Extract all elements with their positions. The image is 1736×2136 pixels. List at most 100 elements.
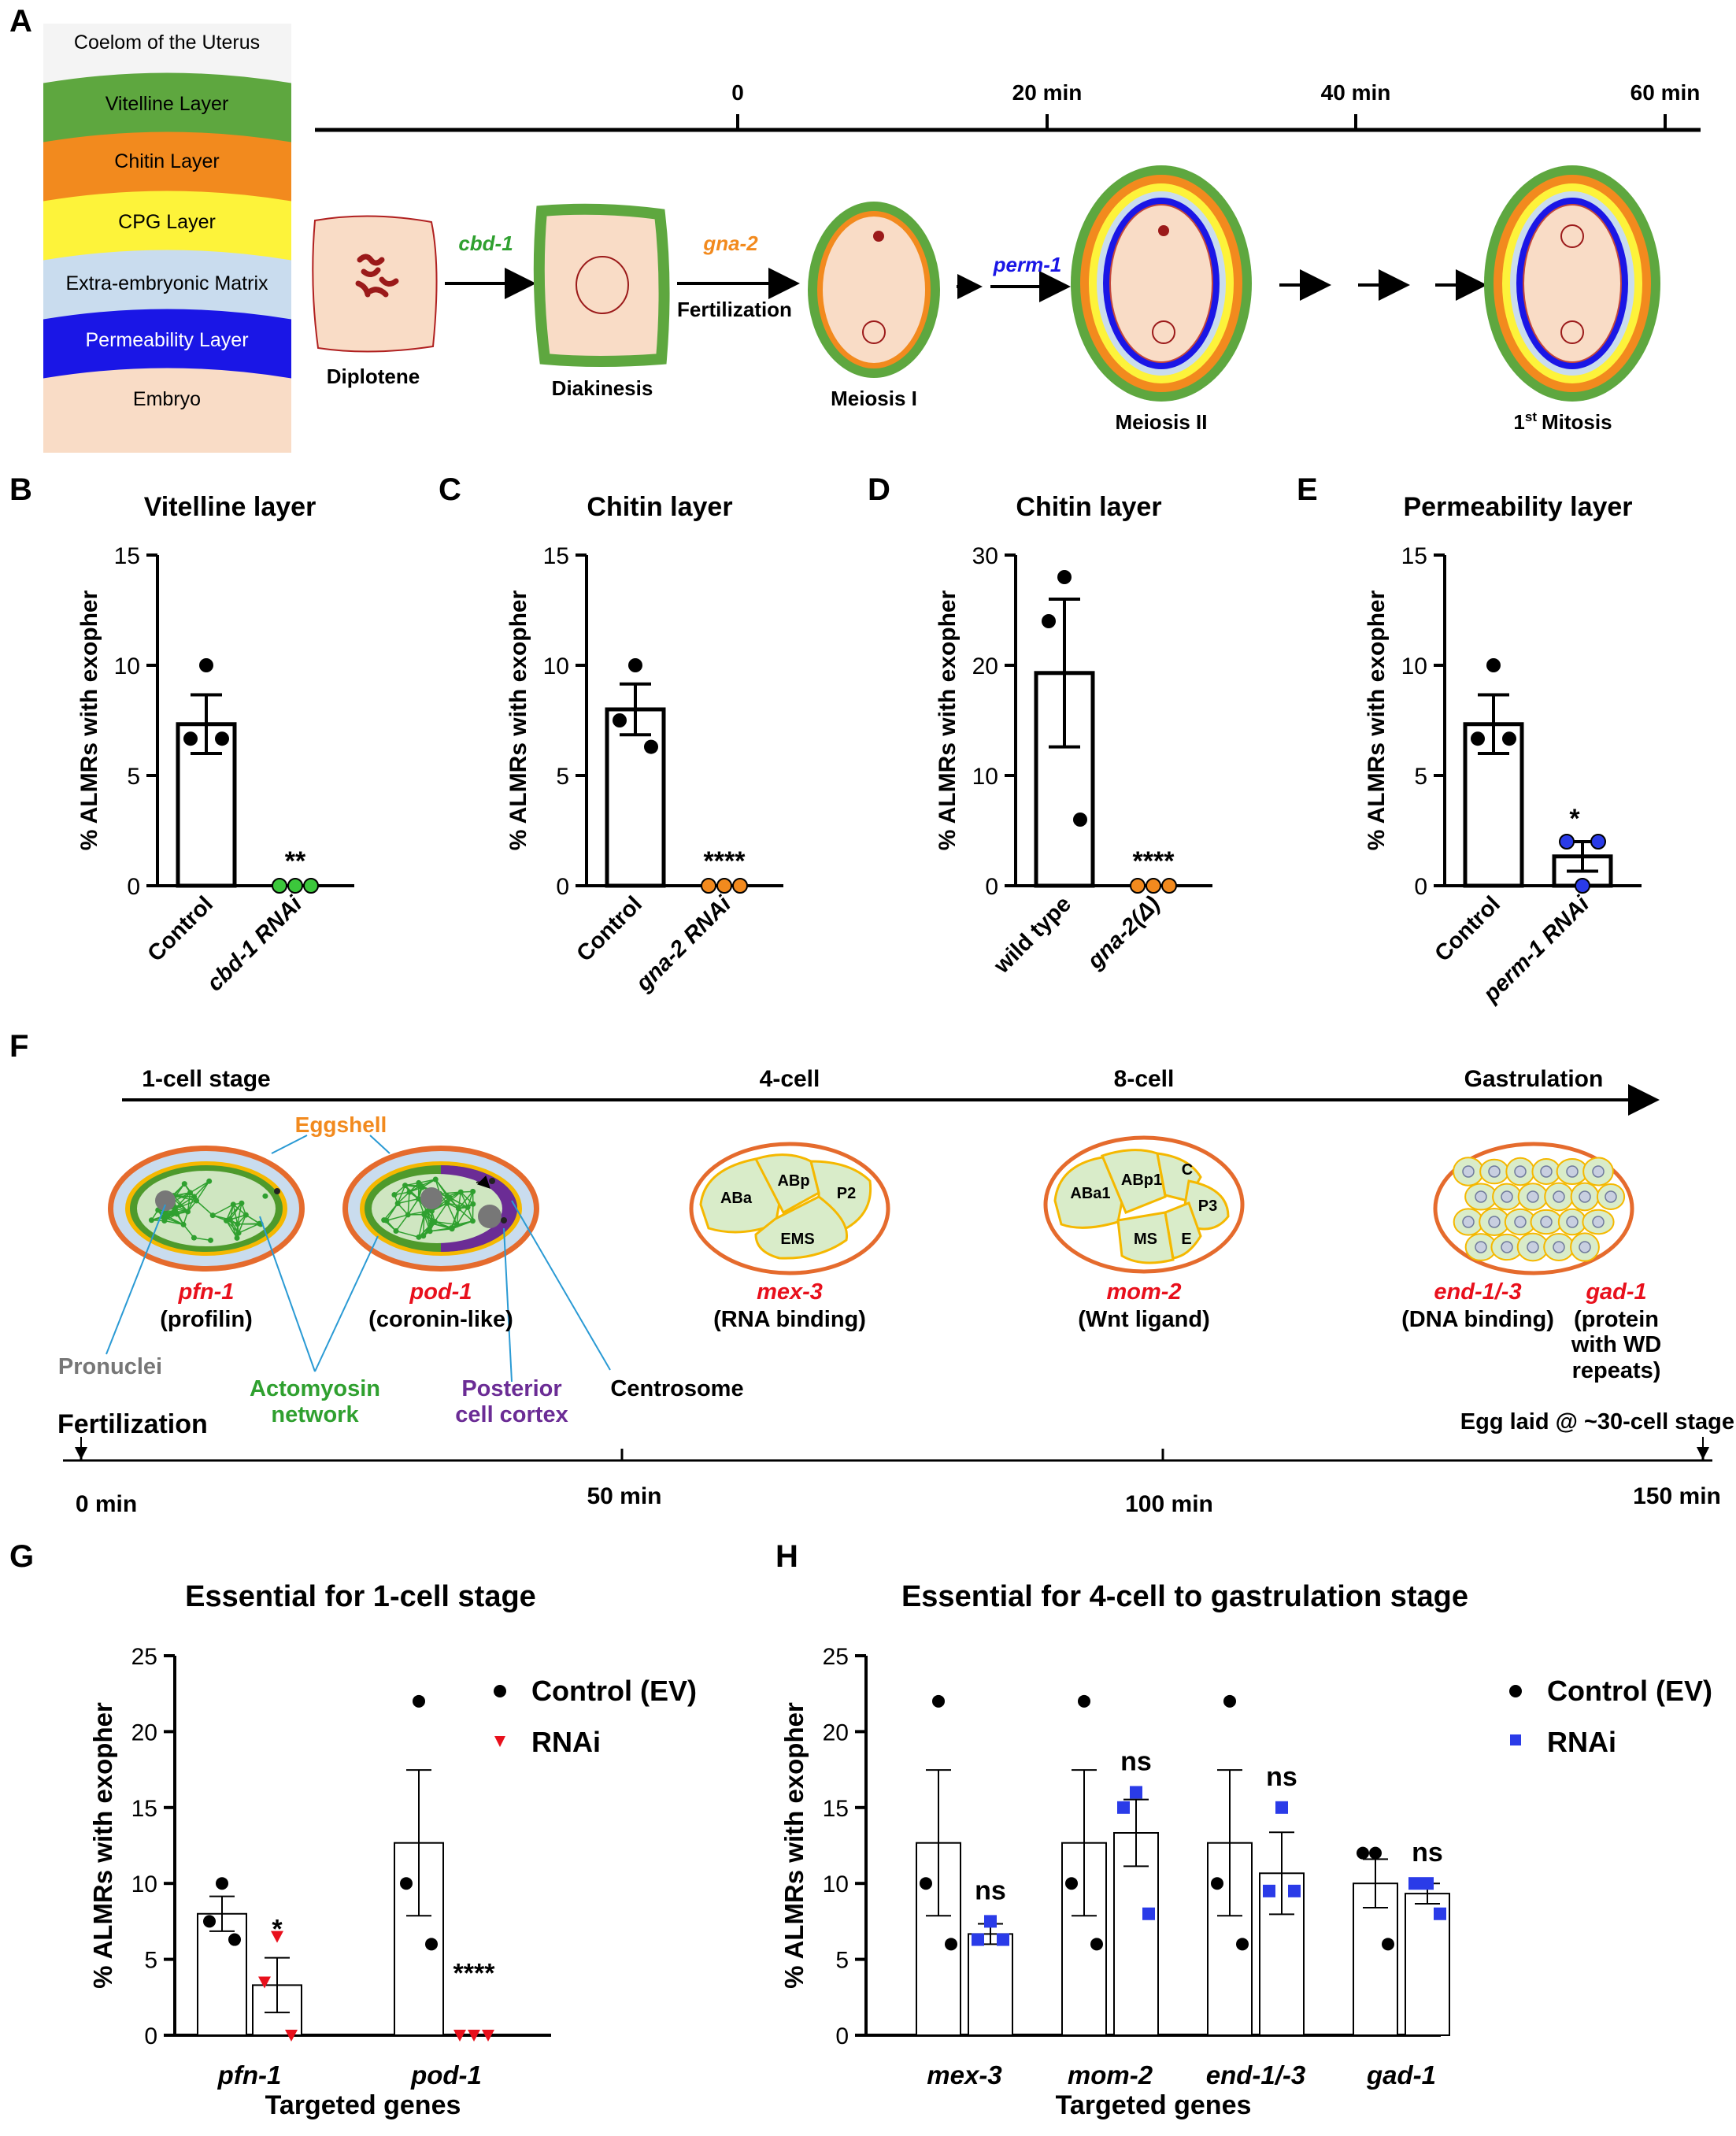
data-point-control <box>228 1933 241 1946</box>
mesh-node <box>187 1190 194 1196</box>
matrix-layer-band <box>43 250 291 331</box>
data-point <box>1042 614 1056 628</box>
cell-abp: ABp <box>777 1172 809 1190</box>
x-category-label: Control <box>1430 891 1505 967</box>
mesh-node <box>239 1200 245 1206</box>
data-point-rnai <box>1421 1877 1434 1890</box>
gene-gad1-desc-3: repeats) <box>1572 1358 1661 1383</box>
panel-letter-c: C <box>439 472 461 507</box>
embryo-band <box>43 368 291 453</box>
x-category-label: Control <box>143 891 218 967</box>
y-tick-label: 0 <box>127 874 140 900</box>
cell-abp1: ABp1 <box>1121 1172 1162 1189</box>
mesh-node <box>234 1235 240 1241</box>
cell-e: E <box>1181 1231 1191 1248</box>
y-tick-label: 15 <box>823 1796 849 1822</box>
data-point-control <box>425 1938 438 1951</box>
eggshell-leader-2 <box>369 1135 391 1154</box>
mesh-fiber <box>226 1214 246 1222</box>
data-point-rnai <box>1130 1786 1142 1799</box>
data-point-rnai <box>972 1933 984 1946</box>
one-cell-egg-2 <box>342 1146 539 1272</box>
data-point-rnai <box>258 1976 271 1989</box>
data-point-control <box>1211 1877 1223 1890</box>
gene-pod1-desc: (coronin-like) <box>368 1307 513 1332</box>
mesh-fiber <box>225 1220 239 1234</box>
mesh-fiber <box>187 1192 191 1212</box>
mesh-fiber <box>397 1198 419 1205</box>
x-category-label: pod-1 <box>410 2060 482 2090</box>
data-point-rnai <box>1263 1884 1275 1897</box>
four-cell-egg: ABa ABp P2 EMS <box>689 1142 890 1275</box>
mesh-node <box>194 1198 200 1204</box>
gene-gad1-desc-2: with WD <box>1571 1332 1661 1357</box>
gene-pfn1: pfn-1 <box>178 1279 235 1305</box>
mesh-node <box>432 1176 439 1183</box>
x-category-label: gad-1 <box>1366 2060 1436 2090</box>
mesh-node <box>419 1184 425 1190</box>
panel-letter-d: D <box>868 472 890 507</box>
mesh-node <box>394 1201 401 1207</box>
data-point <box>1073 813 1087 827</box>
data-point-control <box>1236 1938 1249 1951</box>
cell-nucleus <box>1540 1165 1553 1178</box>
mesh-fiber <box>417 1198 425 1215</box>
stage-diplotene: Diplotene <box>327 365 420 388</box>
data-point-control <box>1223 1694 1236 1708</box>
mesh-node <box>191 1235 197 1241</box>
mesh-fiber <box>407 1192 410 1215</box>
significance-label: **** <box>1133 846 1175 876</box>
cell-nucleus <box>1475 1190 1487 1203</box>
x-category-label: end-1/-3 <box>1206 2060 1306 2090</box>
layer-label-matrix: Extra-embryonic Matrix <box>66 272 268 294</box>
mesh-node <box>446 1194 453 1201</box>
meiosis1-egg <box>808 202 940 378</box>
mesh-fiber <box>245 1214 261 1225</box>
mesh-node <box>393 1228 399 1235</box>
time-tick-150: 150 min <box>1633 1483 1721 1509</box>
mesh-fiber <box>195 1180 210 1201</box>
y-axis-label: % ALMRs with exopher <box>1364 590 1390 850</box>
mesh-fiber <box>232 1204 239 1224</box>
layer-label-chitin: Chitin Layer <box>114 150 219 172</box>
mesh-node <box>470 1188 476 1194</box>
cell-nucleus <box>1462 1165 1475 1178</box>
significance-label: **** <box>704 846 746 876</box>
label-pronuclei: Pronuclei <box>58 1354 162 1379</box>
mesh-node <box>180 1221 187 1227</box>
data-point <box>732 878 748 894</box>
y-tick-label: 5 <box>1414 764 1427 790</box>
cell-p2: P2 <box>837 1185 856 1202</box>
stage-diakinesis: Diakinesis <box>552 376 653 400</box>
y-tick-label: 10 <box>131 1871 157 1897</box>
cell-nucleus <box>1527 1241 1539 1253</box>
y-tick-label: 5 <box>835 1948 849 1974</box>
y-tick-label: 10 <box>972 764 998 790</box>
gene-mom2: mom-2 <box>1106 1279 1181 1305</box>
mesh-node <box>421 1212 428 1218</box>
mesh-node <box>262 1193 268 1199</box>
data-point <box>1471 731 1485 746</box>
label-actomyosin-1: Actomyosin <box>250 1376 380 1401</box>
panel-title: Permeability layer <box>1403 492 1632 522</box>
significance-label: * <box>272 1915 283 1945</box>
layer-label-permeability: Permeability Layer <box>85 329 248 351</box>
data-point-rnai <box>984 1915 997 1928</box>
mesh-fiber <box>424 1214 431 1232</box>
mesh-node <box>444 1200 450 1206</box>
data-point-control <box>932 1694 945 1708</box>
mesh-node <box>457 1189 464 1195</box>
stage-8cell: 8-cell <box>1114 1066 1175 1092</box>
mesh-fiber <box>212 1204 234 1216</box>
data-point-rnai <box>1142 1907 1155 1920</box>
mesh-fiber <box>194 1237 211 1242</box>
x-category-label: cbd-1 RNAi <box>202 891 308 997</box>
mesh-node <box>402 1183 409 1189</box>
mesh-node <box>185 1209 191 1215</box>
gene-end13-desc: (DNA binding) <box>1401 1307 1554 1332</box>
y-tick-label: 10 <box>823 1871 849 1897</box>
data-point-rnai <box>468 2030 480 2042</box>
timeline-tick-40: 40 min <box>1321 80 1391 105</box>
data-point-rnai <box>1434 1907 1446 1920</box>
